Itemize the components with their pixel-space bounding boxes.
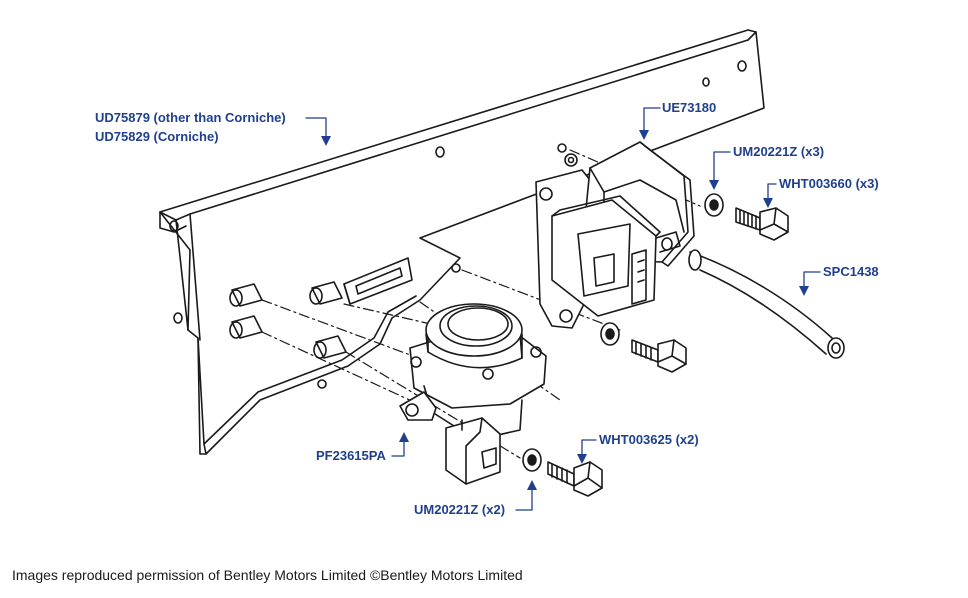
connector-slot [343, 257, 413, 305]
washer-middle [600, 322, 620, 346]
label-bracket-other: UD75879 (other than Corniche) [95, 110, 286, 125]
bolt-top [735, 207, 789, 241]
label-washer-bottom: UM20221Z (x2) [414, 502, 506, 517]
copyright-credit: Images reproduced permission of Bentley … [12, 567, 523, 583]
leader-washer-bottom [515, 487, 533, 511]
label-bolt-top: WHT003660 (x3) [779, 176, 879, 191]
washer-bottom [522, 448, 542, 472]
label-washer-top: UM20221Z (x3) [733, 144, 825, 159]
label-bolt-bottom: WHT003625 (x2) [599, 432, 699, 447]
leader-lines [305, 107, 821, 511]
leader-bolt-bottom [581, 439, 597, 457]
actuator [535, 141, 695, 329]
leader-actuator [643, 107, 661, 133]
label-bracket-corniche: UD75829 (Corniche) [95, 129, 219, 144]
leader-washer-top [713, 151, 731, 183]
bolt-middle [631, 339, 687, 373]
leader-hose [803, 271, 821, 289]
vacuum-hose [688, 249, 845, 359]
washer-top [704, 193, 724, 217]
leader-switch [391, 439, 405, 457]
leader-bracket [305, 117, 327, 139]
bolt-bottom [547, 461, 603, 497]
leader-bolt-top [767, 183, 777, 201]
label-actuator: UE73180 [662, 100, 717, 115]
label-hose: SPC1438 [823, 264, 879, 279]
leader-arrowheads [321, 130, 809, 490]
switch [399, 303, 547, 485]
label-switch: PF23615PA [316, 448, 386, 463]
